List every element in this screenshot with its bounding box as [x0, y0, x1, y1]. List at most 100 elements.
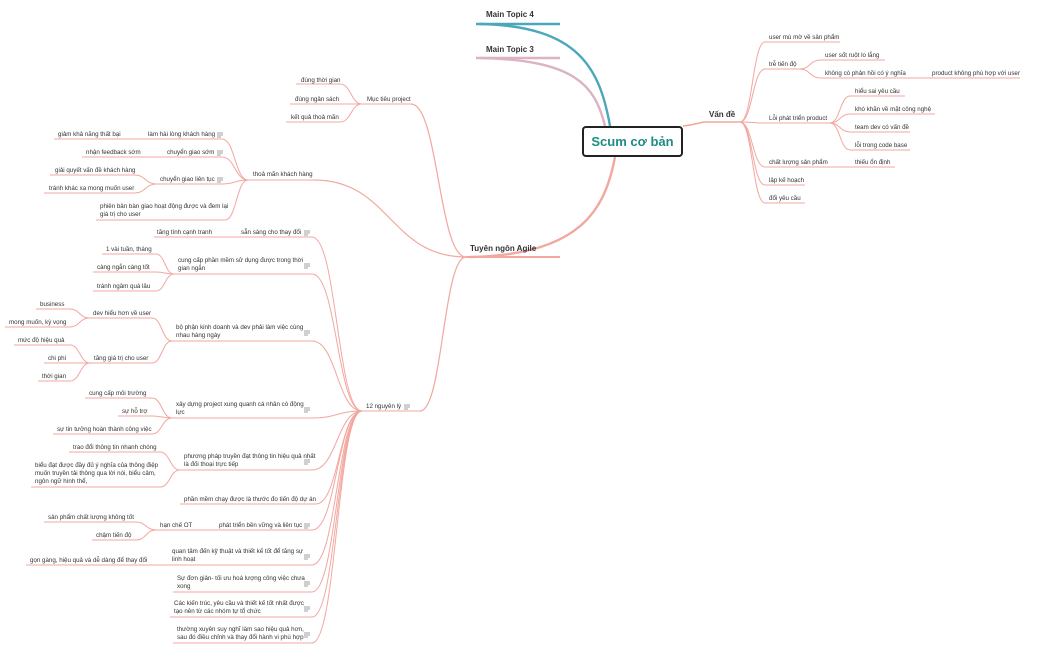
principle-child[interactable]: tăng giá trị cho user [94, 355, 148, 362]
principle-leaf[interactable]: mong muốn, kỳ vọng [9, 319, 67, 326]
connector-line [739, 121, 766, 186]
principle-child[interactable]: hạn chế OT [160, 522, 193, 529]
satisfaction-leaf[interactable]: nhận feedback sớm [86, 149, 141, 156]
connector-line [311, 410, 363, 471]
problem-leaf[interactable]: thiếu ổn định [855, 159, 891, 166]
connector-line [151, 417, 173, 435]
main-topic-4[interactable]: Main Topic 4 [486, 10, 534, 19]
connector-line [311, 410, 363, 593]
satisfaction-leaf[interactable]: giảm khả năng thất bại [58, 131, 121, 138]
principle-11-line[interactable]: thường xuyên suy nghĩ làm sao hiệu quả h… [177, 626, 304, 633]
connector-line [739, 121, 766, 124]
principle-9-line[interactable]: Sự đơn giản- tối ưu hoá lượng công việc … [177, 575, 305, 582]
problem-item[interactable]: user mù mờ về sản phẩm [769, 34, 839, 41]
principle-11-line[interactable]: sau đó điều chỉnh và thay đổi hành vi ph… [177, 634, 304, 641]
principle-leaf[interactable]: chậm tiến độ [96, 532, 132, 539]
principle-leaf[interactable]: thời gian [42, 373, 67, 380]
principle-9-line[interactable]: xong [177, 583, 191, 590]
connector-line [410, 103, 467, 258]
principle-8-line[interactable]: quan tâm đến kỹ thuật và thiết kế tốt để… [172, 548, 303, 555]
connector-line [134, 174, 157, 185]
principle-leaf[interactable]: trao đổi thông tin nhanh chóng [73, 444, 157, 451]
principle-3-line[interactable]: bộ phận kinh doanh và dev phải làm việc … [176, 324, 304, 331]
satisfaction-leaf[interactable]: tránh khác xa mong muốn user [49, 185, 134, 192]
connector-line [159, 451, 181, 471]
principle-leaf[interactable]: business [40, 301, 64, 308]
principle-6[interactable]: phần mềm chạy được là thước đo tiến độ d… [184, 496, 317, 503]
principle-4-line[interactable]: xây dựng project xung quanh cá nhân có đ… [176, 401, 304, 408]
connector-line [69, 317, 90, 328]
principle-leaf[interactable]: sản phẩm chất lượng không tốt [48, 514, 134, 521]
principle-leaf[interactable]: càng ngắn càng tốt [97, 264, 150, 271]
satisfaction-child[interactable]: chuyển giao liên tục [160, 176, 215, 183]
problem-leaf[interactable]: hiểu sai yêu cầu [855, 88, 900, 95]
problem-item[interactable]: lập kế hoạch [769, 177, 805, 184]
problem-item[interactable]: trễ tiến độ [769, 61, 797, 68]
principle-leaf[interactable]: chi phí [48, 355, 67, 362]
central-topic-label: Scum cơ bản [591, 134, 674, 149]
problem-leaf[interactable]: product không phù hợp với user [932, 70, 1020, 77]
problem-topic[interactable]: Vấn đề [709, 110, 736, 119]
problem-item[interactable]: chất lượng sản phẩm [769, 159, 828, 166]
problem-leaf[interactable]: không có phản hồi có ý nghĩa [825, 70, 906, 77]
connector-line [221, 138, 249, 181]
satisfaction-child[interactable]: chuyển giao sớm [167, 149, 214, 156]
connector-line [224, 179, 249, 221]
principle-2-line[interactable]: cung cấp phần mềm sử dụng được trong thờ… [178, 257, 303, 264]
principle-leaf[interactable]: sự tin tưởng hoàn thành công việc [57, 426, 152, 433]
connector-line [155, 253, 175, 275]
principle-8-line[interactable]: linh hoạt [172, 556, 196, 563]
principle-5-line[interactable]: phương pháp truyền đạt thông tin hiệu qu… [184, 453, 316, 460]
principle-10-line[interactable]: tạo nên từ các nhóm tự tổ chức [174, 608, 261, 615]
principle-leaf[interactable]: mức độ hiệu quả [18, 337, 65, 344]
connector-line [829, 95, 851, 124]
agile-topic[interactable]: Tuyên ngôn Agile [470, 244, 537, 253]
connector-line [311, 410, 363, 644]
principle-leaf[interactable]: tăng tính cạnh tranh [157, 229, 213, 236]
goal-item[interactable]: kết quả thoả mãn [291, 114, 339, 121]
principles-node[interactable]: 12 nguyên lý [366, 403, 402, 410]
satisfaction-child-line[interactable]: phiên bản bàn giao hoạt động được và đem… [100, 203, 228, 210]
principle-leaf[interactable]: gọn gàng, hiệu quả và dễ dàng để thay đổ… [30, 557, 147, 564]
satisfaction-child-line[interactable]: giá trị cho user [100, 211, 141, 218]
problem-leaf[interactable]: lỗi trong code base [855, 142, 908, 149]
central-topic[interactable]: Scum cơ bản [582, 126, 683, 157]
principle-4-line[interactable]: lực [176, 409, 185, 416]
main-topic-3[interactable]: Main Topic 3 [486, 45, 534, 54]
principle-7[interactable]: phát triển bền vững và liên tục [219, 522, 302, 529]
principle-leaf[interactable]: cung cấp môi trường [89, 390, 147, 397]
principle-1[interactable]: sẵn sàng cho thay đổi [241, 229, 301, 236]
principle-5-line[interactable]: là đối thoại trực tiếp [184, 461, 239, 468]
connector-line [739, 68, 766, 123]
connector-line [739, 41, 766, 123]
connector-line [313, 179, 467, 258]
principle-leaf-line[interactable]: biểu đạt được đầy đủ ý nghĩa của thông đ… [35, 462, 159, 469]
problem-leaf[interactable]: user sốt ruột lo lắng [825, 52, 880, 59]
satisfaction-child[interactable]: làm hài lòng khách hàng [148, 131, 216, 138]
connector-line [135, 521, 157, 531]
principle-leaf-line[interactable]: muốn truyền tải thông qua lời nói, biểu … [35, 470, 156, 477]
connector-line [799, 68, 821, 79]
problem-item[interactable]: Lỗi phát triển product [769, 115, 827, 122]
goal-item[interactable]: đúng ngân sách [295, 96, 340, 103]
principle-leaf[interactable]: sự hỗ trợ [122, 408, 147, 415]
principle-leaf[interactable]: 1 vài tuần, tháng [106, 246, 152, 253]
problem-item[interactable]: đổi yêu cầu [769, 195, 801, 202]
connector-line [135, 529, 157, 541]
problem-leaf[interactable]: khó khăn về mặt công nghệ [855, 106, 932, 113]
problem-leaf[interactable]: team dev có vấn đề [855, 124, 910, 131]
principle-child[interactable]: dev hiểu hơn về user [93, 310, 151, 317]
principle-10-line[interactable]: Các kiến trúc, yêu cầu và thiết kế tốt n… [174, 600, 304, 607]
goal-item[interactable]: đúng thời gian [301, 77, 341, 84]
connector-line [311, 236, 363, 412]
principle-3-line[interactable]: nhau hàng ngày [176, 332, 221, 339]
goal-node[interactable]: Mục tiêu project [367, 96, 411, 103]
satisfaction-leaf[interactable]: giải quyết vấn đề khách hàng [55, 167, 136, 174]
principle-2-line[interactable]: gian ngắn [178, 265, 206, 272]
principle-leaf[interactable]: tránh ngâm quá lâu [97, 283, 151, 290]
connector-line [69, 308, 90, 319]
principle-leaf-line[interactable]: ngôn ngữ hình thể, [35, 478, 88, 485]
connector-line [829, 122, 851, 151]
satisfaction-node[interactable]: thoả mãn khách hàng [253, 171, 313, 178]
